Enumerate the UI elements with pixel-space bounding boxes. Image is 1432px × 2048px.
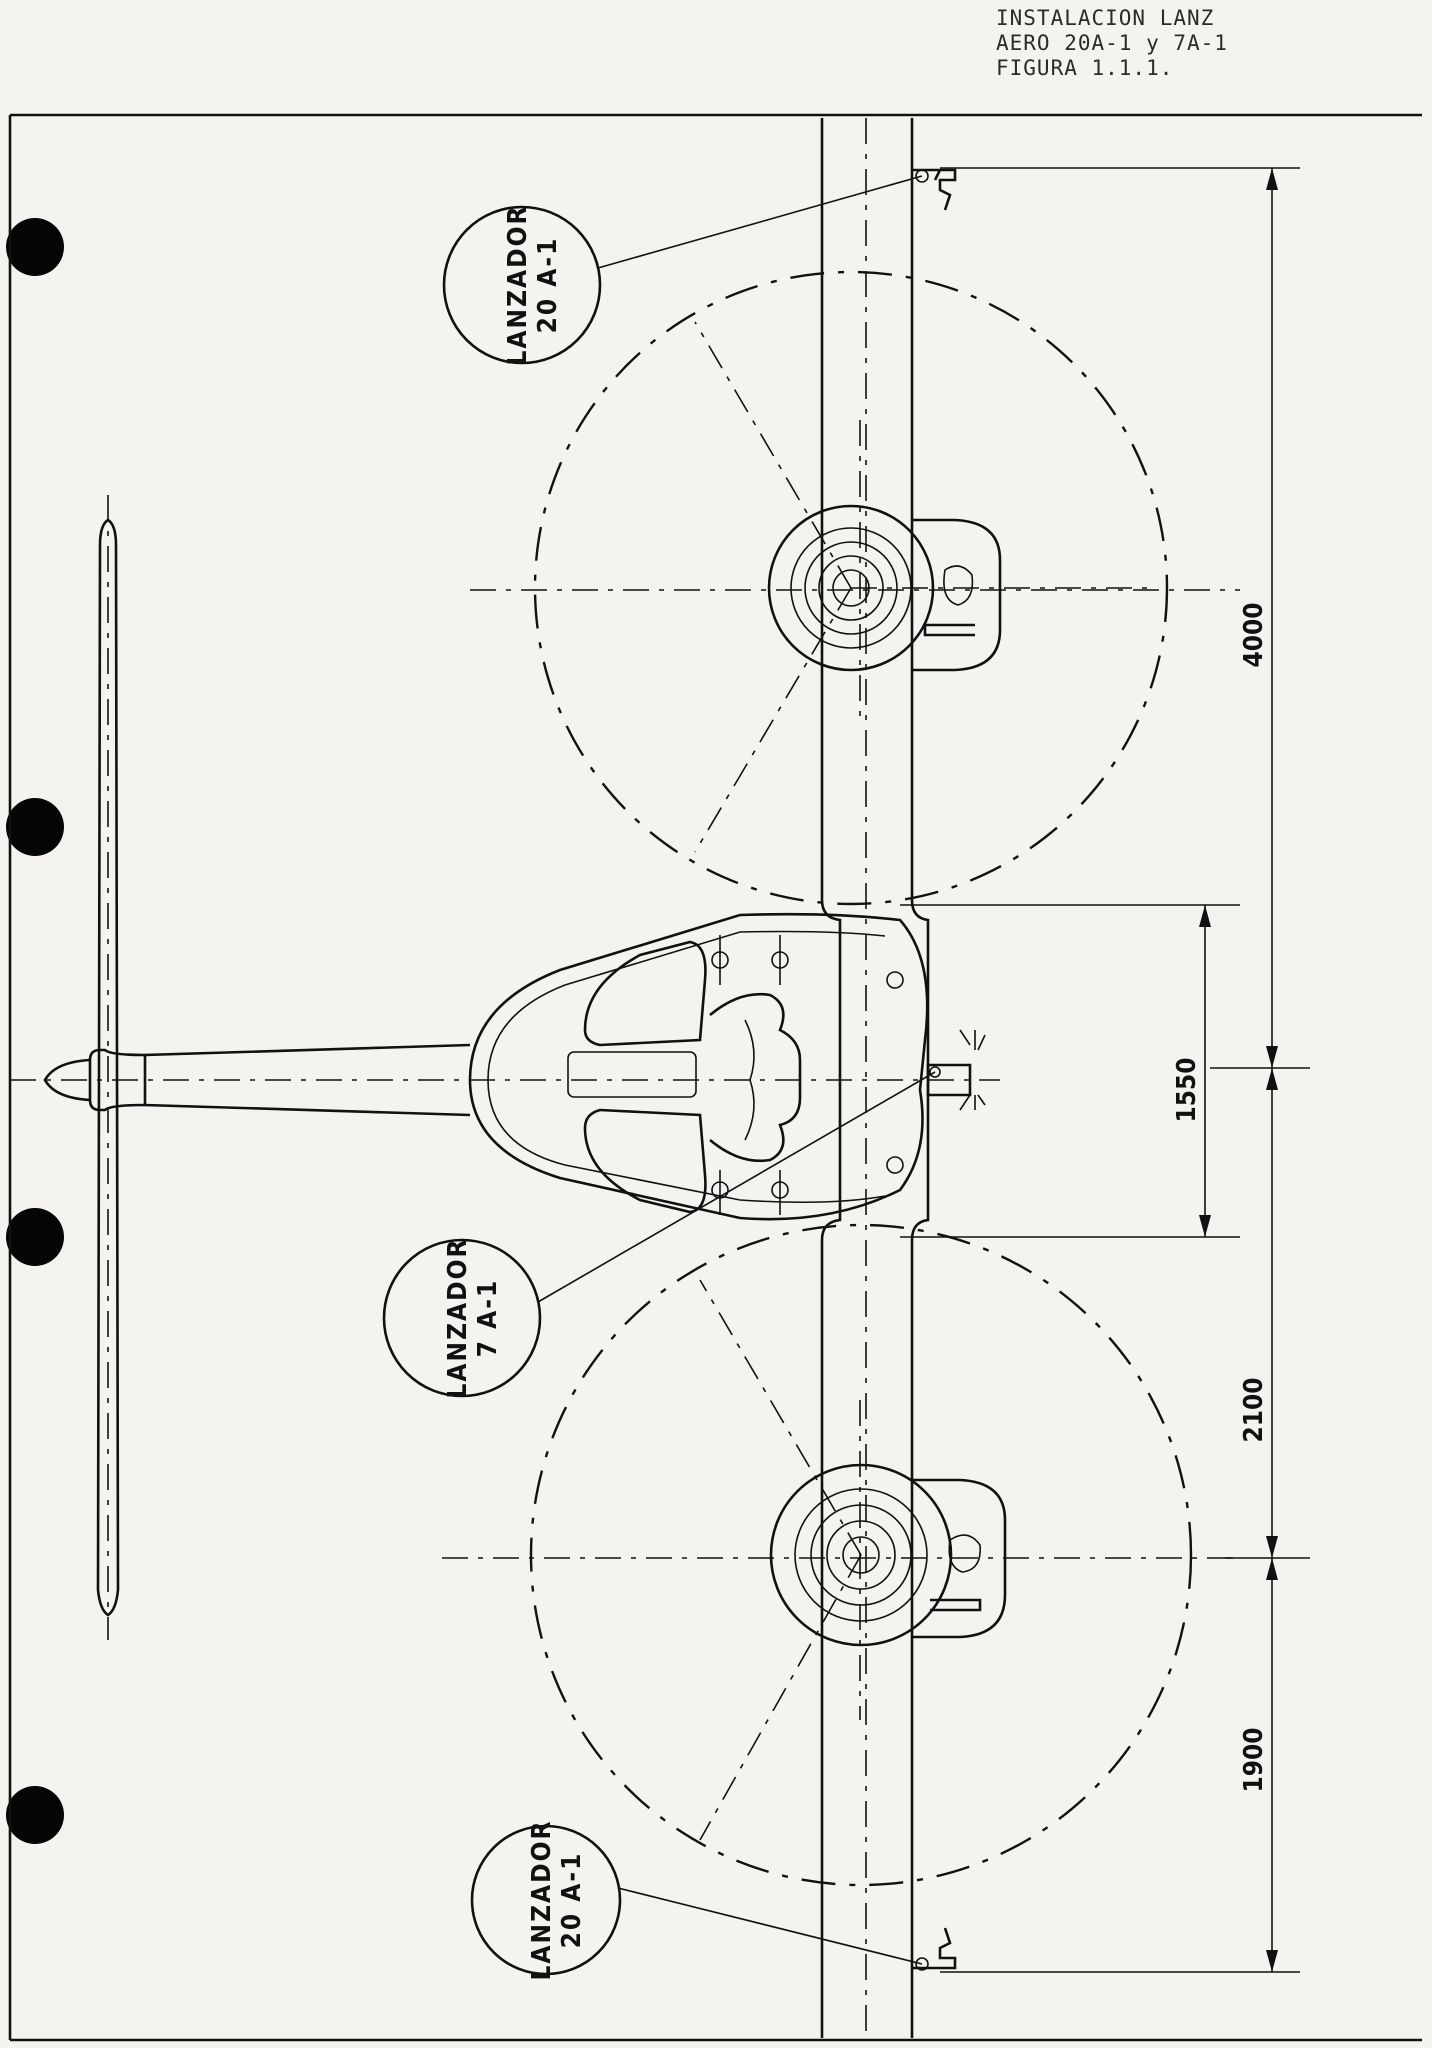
binder-hole — [6, 1208, 64, 1266]
callout-launcher-top: LANZADOR 20 A-1 — [442, 205, 602, 366]
callout-top-line1: LANZADOR — [503, 205, 533, 366]
rotor-disc-bottom — [442, 1223, 1240, 1887]
fuselage — [468, 912, 929, 1221]
binder-hole — [6, 1786, 64, 1844]
title-line-3: FIGURA 1.1.1. — [996, 56, 1174, 80]
callout-bottom-line1: LANZADOR — [527, 1820, 557, 1981]
leader-line-middle — [537, 1071, 936, 1303]
title-line-2: AERO 20A-1 y 7A-1 — [996, 31, 1228, 55]
tail-boom — [10, 1043, 1000, 1117]
callout-top-line2: 20 A-1 — [533, 237, 563, 334]
leader-line-bottom — [617, 1887, 923, 1965]
dimension-1900: 1900 — [1239, 1727, 1269, 1792]
binder-hole — [6, 218, 64, 276]
dimension-4000: 4000 — [1239, 602, 1269, 667]
callout-bottom-line2: 20 A-1 — [557, 1852, 587, 1949]
title-line-1: INSTALACION LANZ — [996, 6, 1215, 30]
dimension-2100: 2100 — [1239, 1377, 1269, 1442]
launcher-bottom-fitting — [912, 1927, 957, 1971]
figure-title-block: INSTALACION LANZ AERO 20A-1 y 7A-1 FIGUR… — [996, 6, 1416, 81]
wing-stub — [820, 118, 930, 2038]
binder-hole — [6, 798, 64, 856]
dimension-chain: 4000 1550 2100 1900 — [900, 167, 1310, 1973]
callout-middle-line1: LANZADOR — [443, 1238, 473, 1399]
launcher-middle-fitting — [926, 1029, 986, 1111]
leader-line-top — [597, 175, 923, 269]
rotor-disc-top — [470, 270, 1240, 906]
drawing-frame — [8, 113, 1422, 2042]
callout-launcher-middle: LANZADOR 7 A-1 — [382, 1238, 542, 1399]
horizontal-stabilizer — [96, 495, 120, 1640]
callout-launcher-bottom: LANZADOR 20 A-1 — [470, 1820, 622, 1981]
callout-middle-line2: 7 A-1 — [473, 1279, 503, 1358]
launcher-top-fitting — [912, 168, 957, 211]
dimension-1550: 1550 — [1172, 1057, 1202, 1122]
